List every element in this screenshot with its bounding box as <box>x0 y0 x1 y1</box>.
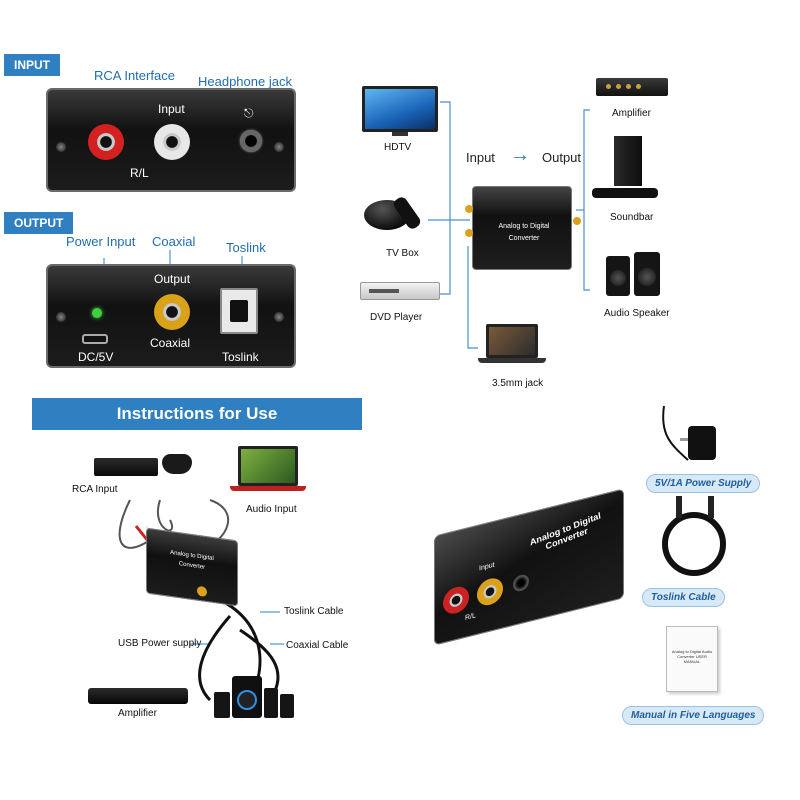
power-adapter-icon <box>688 426 716 460</box>
output-panel-device: Output Coaxial DC/5V Toslink <box>46 264 296 368</box>
input-panel-device: Input R/L ⎋ <box>46 88 296 192</box>
laptop-icon <box>486 324 538 358</box>
device-rl-text: R/L <box>465 612 476 622</box>
converter-device-center: Analog to Digital Converter <box>465 186 581 270</box>
speaker-left-icon <box>606 256 630 296</box>
instructions-title: Instructions for Use <box>32 398 362 430</box>
toslink-port-icon <box>220 288 258 334</box>
device-input-text: Input <box>479 561 495 573</box>
screw-icon <box>56 312 66 322</box>
rca-interface-label: RCA Interface <box>94 68 175 83</box>
speaker-right-icon <box>634 252 660 296</box>
converter-device-instructions: Analog to Digital Converter <box>146 527 238 607</box>
game-console-icon <box>94 458 158 476</box>
amplifier-label: Amplifier <box>118 708 157 719</box>
screw-icon <box>274 312 284 322</box>
io-output-label: Output <box>542 150 582 165</box>
laptop-icon <box>238 446 298 486</box>
toslink-connector <box>676 496 682 518</box>
connection-lines <box>428 101 590 349</box>
input-text: Input <box>158 102 185 116</box>
power-supply-label: 5V/1A Power Supply <box>646 474 761 493</box>
speaker-icon <box>214 692 230 718</box>
amplifier-icon <box>596 78 668 96</box>
headphone-jack-icon <box>513 573 529 593</box>
toslink-connector <box>708 496 714 518</box>
io-input-label: Input <box>466 150 495 165</box>
dc-port-icon <box>82 334 108 344</box>
converter-device-package: Analog to Digital Converter Input R/L <box>434 488 624 646</box>
converter-label: Analog to Digital Converter <box>170 549 214 571</box>
power-cable <box>662 405 689 461</box>
gold-connector-icon <box>573 217 581 225</box>
amplifier-device-icon <box>88 688 188 704</box>
jack-label: 3.5mm jack <box>492 378 544 389</box>
toslink-cable-label: Toslink Cable <box>284 606 344 617</box>
rca-white-jack-icon <box>154 124 190 160</box>
rca-input-label: RCA Input <box>72 484 118 495</box>
coaxial-cable-label: Coaxial Cable <box>286 640 349 651</box>
manual-icon: Analog to Digital Audio Converter USER M… <box>666 626 718 692</box>
screw-icon <box>274 142 284 152</box>
subwoofer-icon <box>232 676 262 718</box>
dc5v-text: DC/5V <box>78 350 114 364</box>
gold-connector-icon <box>465 205 473 213</box>
manual-cover-text: Analog to Digital Audio Converter USER M… <box>671 649 713 664</box>
rl-text: R/L <box>130 166 149 180</box>
source-tvbox: TV Box <box>386 248 419 259</box>
plug-prong <box>680 438 688 441</box>
toslink-cable-label: Toslink Cable <box>642 588 725 607</box>
speaker-icon <box>264 688 278 718</box>
converter-label: Analog to Digital Converter <box>498 223 550 242</box>
arrow-right-icon: → <box>510 144 530 166</box>
subwoofer-icon <box>614 136 642 186</box>
manual-label: Manual in Five Languages <box>622 706 765 725</box>
coaxial-jack-icon <box>154 294 190 330</box>
output-text: Output <box>154 272 191 286</box>
power-input-label: Power Input <box>66 234 136 249</box>
source-dvd: DVD Player <box>370 312 423 323</box>
output-amplifier: Amplifier <box>612 108 651 119</box>
usb-power-label: USB Power supply <box>118 638 202 649</box>
gold-connector-icon <box>465 229 473 237</box>
audio-input-label: Audio Input <box>246 504 297 515</box>
headphone-jack-icon <box>238 128 264 154</box>
converter-label: Analog to Digital Converter <box>529 510 602 552</box>
dvd-player-icon <box>360 282 440 300</box>
toslink-cable-icon <box>662 512 726 576</box>
coaxial-text: Coaxial <box>150 336 191 350</box>
gold-connector-icon <box>197 585 207 598</box>
headphone-icon: ⎋ <box>244 106 254 120</box>
toslink-top-label: Toslink <box>226 240 266 255</box>
speaker-icon <box>280 694 294 718</box>
laptop-base <box>478 358 546 363</box>
output-soundbar: Soundbar <box>610 212 654 223</box>
input-tag: INPUT <box>4 54 60 76</box>
hdtv-icon <box>362 86 438 132</box>
toslink-text: Toslink <box>222 350 259 364</box>
coaxial-top-label: Coaxial <box>152 234 196 249</box>
led-indicator <box>92 308 102 318</box>
rca-gold-jack-icon <box>477 575 503 608</box>
output-speaker: Audio Speaker <box>604 308 670 319</box>
hdtv-stand <box>392 132 408 136</box>
soundbar-icon <box>592 188 658 198</box>
output-tag: OUTPUT <box>4 212 74 234</box>
source-hdtv: HDTV <box>384 142 412 153</box>
screw-icon <box>56 142 66 152</box>
gamepad-icon <box>162 454 192 474</box>
rca-red-jack-icon <box>443 583 469 617</box>
laptop-base <box>230 486 306 491</box>
headphone-jack-label: Headphone jack <box>198 74 292 89</box>
rca-red-jack-icon <box>88 124 124 160</box>
